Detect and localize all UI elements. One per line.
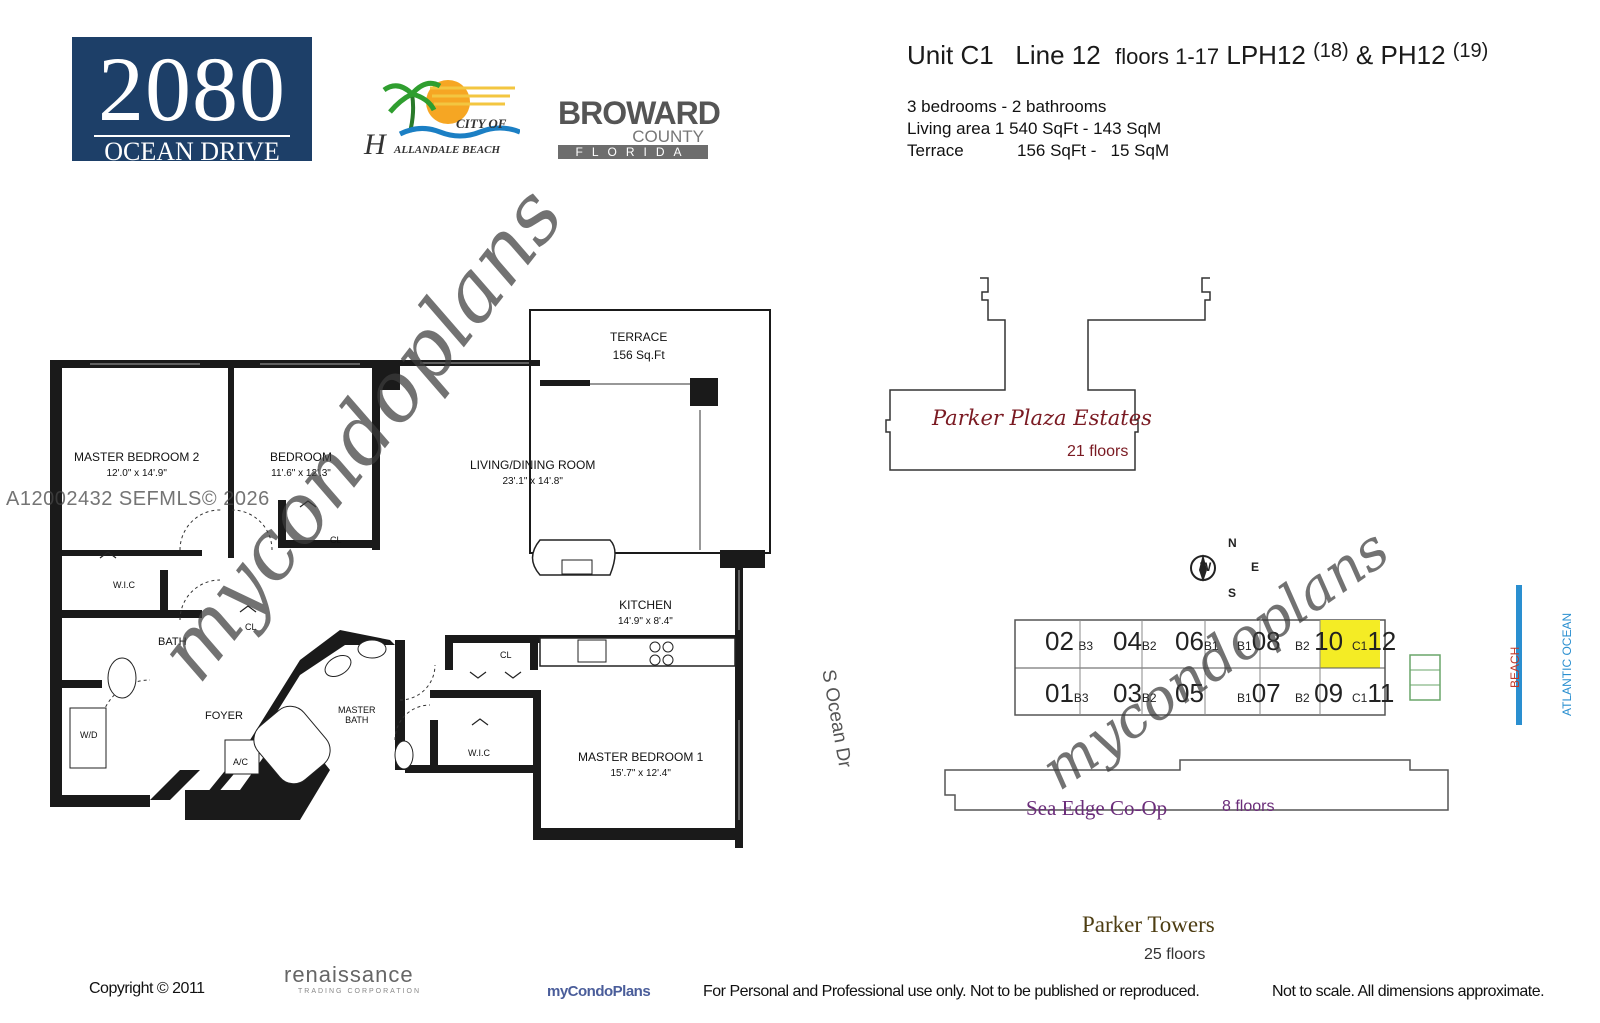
unit-row-top: 02 B3 04B2 06B1 B108 B2 10 C112 <box>1040 626 1410 668</box>
bedroom-dim: 11'.6" x 12'.3" <box>271 468 331 479</box>
renaissance-name: renaissance <box>284 962 414 987</box>
master-bedroom-1-label: MASTER BEDROOM 1 15'.7" x 12'.4" <box>578 750 704 779</box>
line-value: 12 <box>1071 40 1101 70</box>
living-dining-label: LIVING/DINING ROOM 23'.1" x 14'.8" <box>470 458 596 487</box>
renaissance-logo: renaissance TRADING CORPORATION <box>284 962 421 995</box>
unit-05: 05 <box>1175 678 1204 708</box>
terrace-value: 156 SqFt - 15 SqM <box>1017 141 1170 160</box>
lph-unit: LPH12 <box>1226 40 1306 70</box>
floors-text: floors 1-17 <box>1115 44 1220 69</box>
unit-row-bottom: 01B3 03B2 05 B107 B2 09 C111 <box>1040 678 1410 720</box>
county-logo: BROWARD COUNTY FLORIDA <box>558 95 721 161</box>
kitchen-label: KITCHEN 14'.9" x 8'.4" <box>618 598 673 627</box>
ph-floor: (19) <box>1452 40 1489 62</box>
wic-label-1: W.I.C <box>113 580 135 590</box>
parker-plaza-floors: 21 floors <box>1067 443 1129 460</box>
floor-plan <box>50 309 771 848</box>
washer-dryer-label: W/D <box>80 730 98 740</box>
logo-name: OCEAN DRIVE <box>94 135 290 165</box>
scale-disclaimer: Not to scale. All dimensions approximate… <box>1272 983 1545 1000</box>
city-logo: H CITY OF ALLANDALE BEACH <box>364 72 521 164</box>
mls-watermark: A12002432 SEFMLS© 2026 <box>6 488 270 510</box>
street-name: S Ocean Dr <box>817 668 856 770</box>
site-plan <box>885 277 1522 811</box>
unit-07: B107 <box>1237 678 1281 708</box>
unit-10: B2 10 <box>1295 626 1344 656</box>
bedroom-label: BEDROOM 11'.6" x 12'.3" <box>270 450 333 479</box>
copyright: Copyright © 2011 <box>89 980 205 997</box>
compass-w: W <box>1200 560 1212 574</box>
unit-value: C1 <box>960 40 994 70</box>
logo-number: 2080 <box>98 38 286 140</box>
unit-heading: Unit C1 Line 12 floors 1-17 LPH12 (18) &… <box>907 40 1488 71</box>
compass-n: N <box>1228 536 1237 550</box>
kitchen-dim: 14'.9" x 8'.4" <box>618 616 673 627</box>
county-logo-name: BROWARD <box>558 95 721 131</box>
bed-bath: 3 bedrooms - 2 bathrooms <box>907 97 1107 116</box>
master-bath-label: MASTER BATH <box>338 705 376 725</box>
closet-label-1: CL <box>330 535 342 545</box>
wic-label-2: W.I.C <box>468 748 490 758</box>
unit-01: 01B3 <box>1045 678 1089 708</box>
compass-s: S <box>1228 586 1237 600</box>
line-word: Line <box>1015 40 1065 70</box>
county-logo-state: FLORIDA <box>558 145 708 159</box>
mycondoplans-logo: myCondoPlans <box>547 983 651 1000</box>
highlighted-unit-box <box>1320 620 1380 668</box>
foyer-label: FOYER <box>205 710 243 722</box>
unit-04: 04B2 <box>1113 626 1157 656</box>
living-label: Living area <box>907 119 991 138</box>
lph-floor: (18) <box>1313 40 1349 62</box>
unit-09: B2 09 <box>1295 678 1344 708</box>
living-dining-dim: 23'.1" x 14'.8" <box>502 476 563 487</box>
terrace-label-plan: TERRACE 156 Sq.Ft <box>610 330 668 362</box>
master-bedroom-2-dim: 12'.0" x 14'.9" <box>106 468 167 479</box>
master-bedroom-2-label: MASTER BEDROOM 2 12'.0" x 14'.9" <box>74 450 200 479</box>
usage-note: For Personal and Professional use only. … <box>703 983 1200 1000</box>
palm-sun-icon <box>382 80 521 139</box>
building-logo: 2080 OCEAN DRIVE <box>72 37 312 165</box>
ocean-bar <box>1516 585 1522 725</box>
terrace-size: 156 Sq.Ft <box>612 348 665 362</box>
county-logo-county: COUNTY <box>632 127 704 146</box>
renaissance-sub: TRADING CORPORATION <box>298 988 422 995</box>
unit-02: 02 B3 <box>1045 626 1094 656</box>
terrace-label: Terrace <box>907 141 964 160</box>
sea-edge-name: Sea Edge Co-Op <box>1026 796 1168 820</box>
living-value: 1 540 SqFt - 143 SqM <box>994 119 1162 138</box>
sea-edge-floors: 8 floors <box>1222 798 1275 815</box>
compass-e: E <box>1251 560 1260 574</box>
parker-towers-name: Parker Towers <box>1082 912 1215 937</box>
ocean-label: ATLANTIC OCEAN <box>1560 612 1574 716</box>
master-bedroom-1-dim: 15'.7" x 12'.4" <box>610 768 671 779</box>
unit-11: C111 <box>1352 678 1395 708</box>
unit-06: 06B1 <box>1175 626 1219 656</box>
beach-label: BEACH <box>1508 646 1522 688</box>
ac-label: A/C <box>233 757 249 767</box>
unit-08: B108 <box>1237 626 1281 656</box>
unit-12: C112 <box>1352 626 1397 656</box>
closet-label-2: CL <box>245 622 257 632</box>
city-logo-letter: H <box>364 128 386 161</box>
unit-word: Unit <box>907 40 954 70</box>
unit-specs: 3 bedrooms - 2 bathrooms Living area 1 5… <box>907 96 1169 162</box>
city-logo-bottom: ALLANDALE BEACH <box>394 144 501 156</box>
city-logo-top: CITY OF <box>456 116 507 131</box>
amp: & <box>1355 40 1374 70</box>
bath-label: BATH <box>158 636 187 648</box>
closet-label-3: CL <box>500 650 512 660</box>
parker-plaza-name: Parker Plaza Estates <box>932 406 1152 430</box>
unit-03: 03B2 <box>1113 678 1157 708</box>
ph-unit: PH12 <box>1380 40 1446 70</box>
parker-towers-floors: 25 floors <box>1144 946 1206 963</box>
